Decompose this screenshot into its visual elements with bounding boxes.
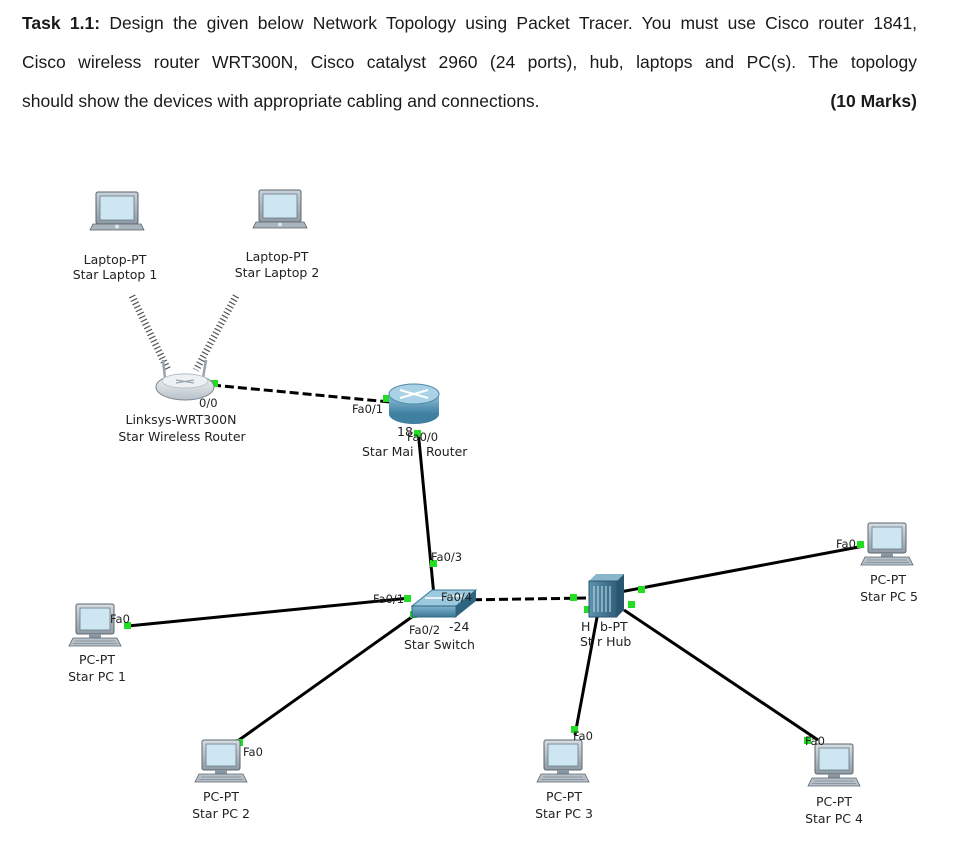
main-router[interactable]: Fa0/1 Fa0/0 18 Star Mai Router — [352, 383, 468, 459]
pc-4-port: Fa0 — [805, 734, 825, 748]
task-marks: (10 Marks) — [830, 91, 917, 111]
task-line-1-text: Design the given below Network Topology … — [100, 13, 917, 33]
pc-5-model: PC-PT — [870, 572, 906, 587]
wireless-link-laptop2 — [192, 294, 240, 372]
laptop-2-model: Laptop-PT — [246, 249, 309, 264]
cable-hub-pc5 — [619, 544, 865, 594]
pc-3[interactable]: Fa0 PC-PT Star PC 3 — [535, 729, 593, 821]
pc-4-model: PC-PT — [816, 794, 852, 809]
laptop-1[interactable]: Laptop-PT Star Laptop 1 — [73, 191, 158, 282]
pc-3-name: Star PC 3 — [535, 806, 593, 821]
star-hub[interactable]: H b-PT St r Hub — [580, 574, 631, 649]
switch-port-fa02: Fa0/2 — [409, 623, 440, 637]
laptop-2[interactable]: Laptop-PT Star Laptop 2 — [235, 189, 320, 280]
cable-switch-pc1 — [127, 596, 411, 628]
pc-1-model: PC-PT — [79, 652, 115, 667]
cable-switch-hub — [459, 596, 589, 602]
switch-model: -24 — [449, 619, 469, 634]
hub-name-b: r Hub — [597, 634, 631, 649]
task-heading: Task 1.1: — [22, 13, 101, 33]
laptop-1-model: Laptop-PT — [84, 252, 147, 267]
pc-4[interactable]: Fa0 PC-PT Star PC 4 — [805, 734, 863, 826]
hub-model-b: b-PT — [600, 619, 628, 634]
cable-wrouter-router — [211, 383, 391, 404]
router-model: 18 — [397, 424, 413, 439]
router-name-end: Router — [426, 444, 468, 459]
cable-router-switch — [416, 429, 436, 597]
task-line-1: Task 1.1: Design the given below Network… — [22, 4, 917, 43]
pc-2[interactable]: Fa0 PC-PT Star PC 2 — [192, 739, 263, 821]
cable-hub-pc4 — [623, 608, 819, 742]
wireless-router-model: Linksys-WRT300N — [125, 412, 236, 427]
laptop-1-name: Star Laptop 1 — [73, 267, 158, 282]
wireless-router-port: 0/0 — [199, 396, 218, 410]
router-name: Star Mai — [362, 444, 414, 459]
pc-3-port: Fa0 — [573, 729, 593, 743]
hub-model-a: H — [581, 619, 590, 634]
pc-2-model: PC-PT — [203, 789, 239, 804]
wireless-router-name: Star Wireless Router — [118, 429, 246, 444]
pc-3-model: PC-PT — [546, 789, 582, 804]
task-description: Task 1.1: Design the given below Network… — [22, 4, 917, 121]
cable-switch-pc2 — [231, 612, 417, 747]
switch-port-fa03: Fa0/3 — [431, 550, 462, 564]
router-port-fa00: Fa0/0 — [407, 430, 438, 444]
pc-5-name: Star PC 5 — [860, 589, 918, 604]
switch-name: Star Switch — [404, 637, 475, 652]
hub-name-a: St — [580, 634, 593, 649]
cable-hub-pc3 — [573, 611, 600, 736]
router-port-fa01: Fa0/1 — [352, 402, 383, 416]
pc-5-port: Fa0 — [836, 537, 856, 551]
wireless-router[interactable]: 0/0 Linksys-WRT300N Star Wireless Router — [118, 359, 247, 444]
task-line-3: should show the devices with appropriate… — [22, 91, 540, 111]
pc-1-port: Fa0 — [110, 612, 130, 626]
star-switch[interactable]: Fa0/3 Fa0/1 Fa0/4 Fa0/2 -24 Star Switch — [373, 550, 478, 652]
pc-5[interactable]: Fa0 PC-PT Star PC 5 — [836, 522, 918, 604]
wireless-link-laptop1 — [128, 294, 172, 372]
pc-2-name: Star PC 2 — [192, 806, 250, 821]
laptop-2-name: Star Laptop 2 — [235, 265, 320, 280]
pc-1[interactable]: Fa0 PC-PT Star PC 1 — [68, 603, 130, 684]
pc-4-name: Star PC 4 — [805, 811, 863, 826]
pc-1-name: Star PC 1 — [68, 669, 126, 684]
pc-2-port: Fa0 — [243, 745, 263, 759]
task-line-2: Cisco wireless router WRT300N, Cisco cat… — [22, 52, 917, 72]
switch-port-fa04: Fa0/4 — [441, 590, 472, 604]
switch-port-fa01: Fa0/1 — [373, 592, 404, 606]
